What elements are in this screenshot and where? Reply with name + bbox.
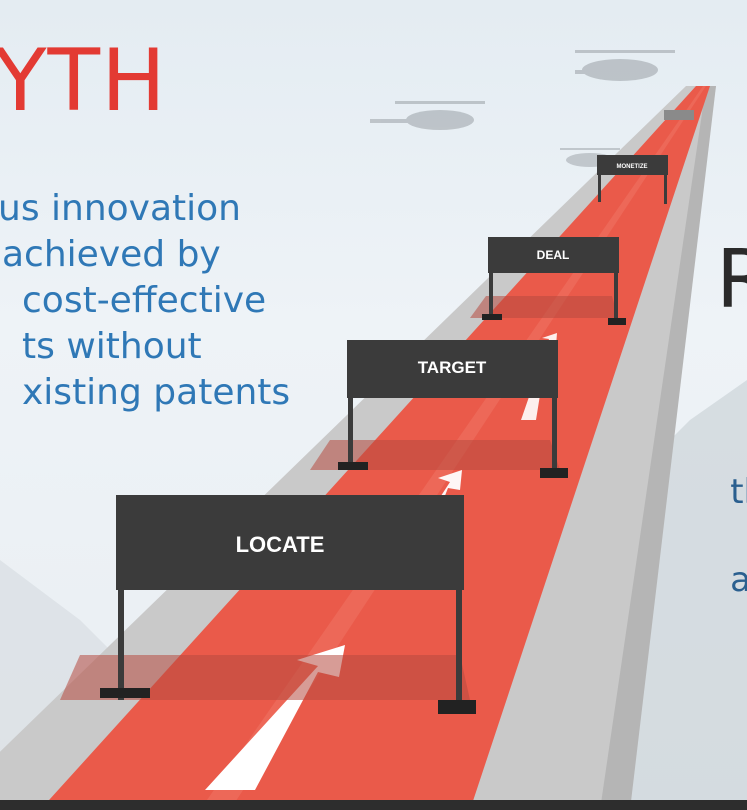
myth-line: achieved by — [2, 234, 221, 275]
hurdle-monetize: MONETIZE — [597, 155, 668, 204]
myth-text: us innovation achieved by cost-effective… — [0, 186, 290, 416]
reality-line: avoic — [730, 560, 747, 600]
hurdle-label-deal: DEAL — [537, 248, 570, 262]
hurdle-locate: LOCATE — [100, 495, 476, 714]
reality-title: R — [716, 233, 747, 326]
track-shoulder-shadow — [600, 86, 716, 810]
hurdle-label-target: TARGET — [418, 358, 487, 377]
reality-line: thoro — [730, 472, 747, 512]
reality-line: to — [560, 514, 747, 558]
myth-line: cost-effective — [22, 280, 267, 321]
reality-text: T in thoro to avoic cr valu — [560, 382, 747, 690]
bottom-bar — [0, 800, 747, 810]
reality-line: T — [560, 382, 747, 426]
myth-line: us innovation — [0, 188, 241, 229]
myth-line: ts without — [22, 326, 202, 367]
reality-line: valu — [560, 646, 747, 690]
myth-title: YTH — [0, 31, 167, 131]
helicopter-icon — [575, 50, 675, 81]
hurdle-target: TARGET — [338, 340, 568, 478]
hurdle-deal: DEAL — [482, 237, 626, 325]
hurdle-label-locate: LOCATE — [236, 532, 325, 557]
reality-line: in — [560, 426, 747, 470]
myth-line: xisting patents — [22, 372, 291, 413]
helicopter-icon — [370, 101, 485, 130]
reality-line: cr — [560, 602, 747, 646]
hurdle-far — [664, 110, 694, 120]
hurdle-label-monetize: MONETIZE — [617, 164, 648, 170]
